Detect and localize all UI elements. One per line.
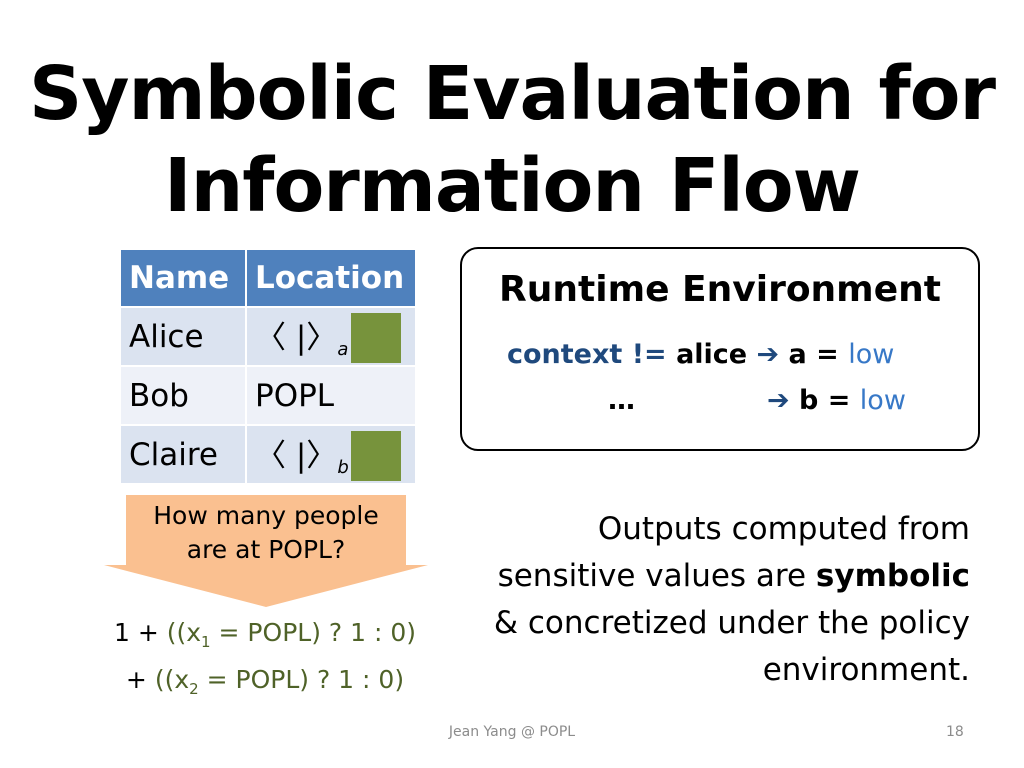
outputs-explanation: Outputs computed from sensitive values a…: [493, 511, 970, 688]
table-row: Claire 〈 |〉b: [119, 424, 417, 485]
title-line-1: Symbolic Evaluation for: [28, 51, 996, 137]
runtime-dots: …: [608, 385, 635, 416]
row-location-bob: POPL: [245, 365, 417, 426]
runtime-rule-2: ➔ b = low: [767, 385, 906, 416]
row-location-alice: 〈 |〉a: [245, 306, 417, 367]
location-table: Name Location Alice 〈 |〉a Bob POPL Clair…: [119, 248, 417, 485]
runtime-rule-1: context != alice ➔ a = low: [507, 339, 895, 370]
row-location-claire: 〈 |〉b: [245, 424, 417, 485]
row-name-bob: Bob: [119, 365, 247, 426]
right-arrow-icon: ➔: [756, 339, 780, 370]
table-row: Alice 〈 |〉a: [119, 306, 417, 367]
formula-line-1: 1 + ((x1 = POPL) ? 1 : 0): [113, 618, 416, 651]
question-arrow-callout: How many people are at POPL?: [104, 495, 428, 607]
symbolic-value-b: 〈 |〉b: [255, 438, 349, 479]
formula-line-2: + ((x2 = POPL) ? 1 : 0): [125, 665, 405, 698]
count-formula: 1 + ((x1 = POPL) ? 1 : 0) + ((x2 = POPL)…: [80, 614, 450, 708]
callout-text: How many people are at POPL?: [153, 501, 379, 564]
page-number: 18: [946, 724, 964, 740]
runtime-title: Runtime Environment: [499, 269, 941, 310]
row-name-alice: Alice: [119, 306, 247, 367]
row-name-claire: Claire: [119, 424, 247, 485]
right-arrow-icon: ➔: [767, 385, 790, 416]
slide-footer: Jean Yang @ POPL: [448, 724, 576, 740]
green-swatch: [351, 431, 401, 481]
green-swatch: [351, 313, 401, 363]
slide-title: Symbolic Evaluation for Information Flow: [0, 48, 1024, 232]
table-header-row: Name Location: [119, 248, 417, 308]
title-line-2: Information Flow: [164, 143, 861, 229]
symbolic-value-a: 〈 |〉a: [255, 320, 349, 361]
runtime-environment-box: Runtime Environment context != alice ➔ a…: [460, 247, 980, 451]
header-location: Location: [245, 248, 417, 308]
down-arrow-shape: [104, 495, 428, 607]
header-name: Name: [119, 248, 247, 308]
table-row: Bob POPL: [119, 365, 417, 426]
